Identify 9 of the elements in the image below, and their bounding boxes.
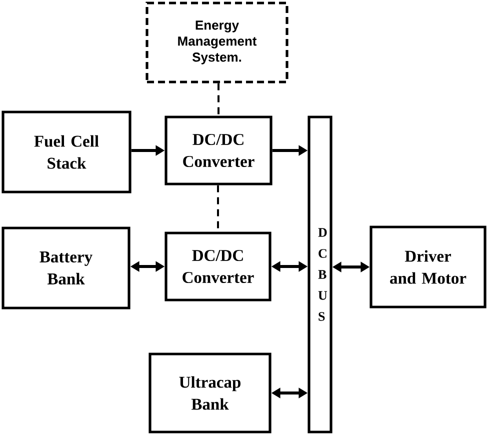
load-box: Driver and Motor [370, 226, 486, 308]
converter-box: DC/DC Converter [164, 232, 272, 302]
storage-box: Ultracap Bank [148, 352, 272, 434]
connector-line [218, 83, 220, 116]
source-box: Fuel Cell Stack [2, 110, 132, 194]
system-box: Energy Management System. [146, 2, 288, 84]
storage-box: Battery Bank [2, 226, 130, 310]
bus-bar: D C B U S [308, 116, 332, 434]
converter-box: DC/DC Converter [164, 116, 272, 186]
